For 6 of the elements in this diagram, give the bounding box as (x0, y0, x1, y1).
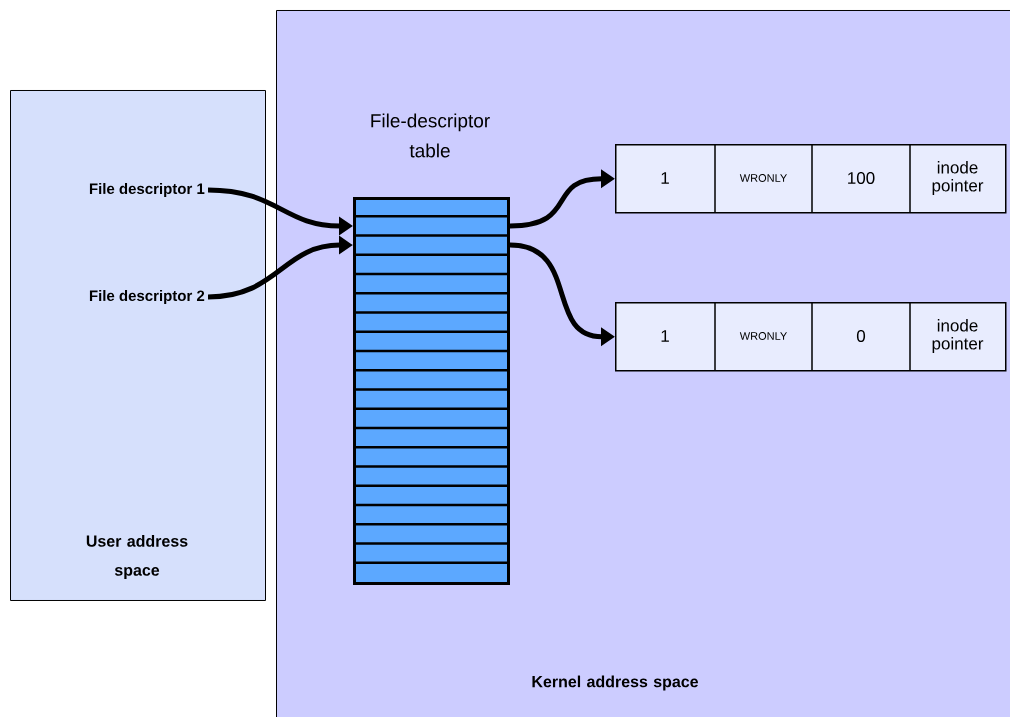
descriptor-table: File-descriptor table (353, 113, 510, 585)
file-table-entry: 1 WRONLY 0 inode pointer (615, 301, 1007, 372)
descriptor-label: File descriptor 2 (89, 290, 205, 304)
descriptor-label: File descriptor 1 (89, 183, 205, 197)
file-table-entry: 1 WRONLY 100 inode pointer (615, 143, 1007, 214)
node-label: File-descriptor table (371, 113, 490, 158)
